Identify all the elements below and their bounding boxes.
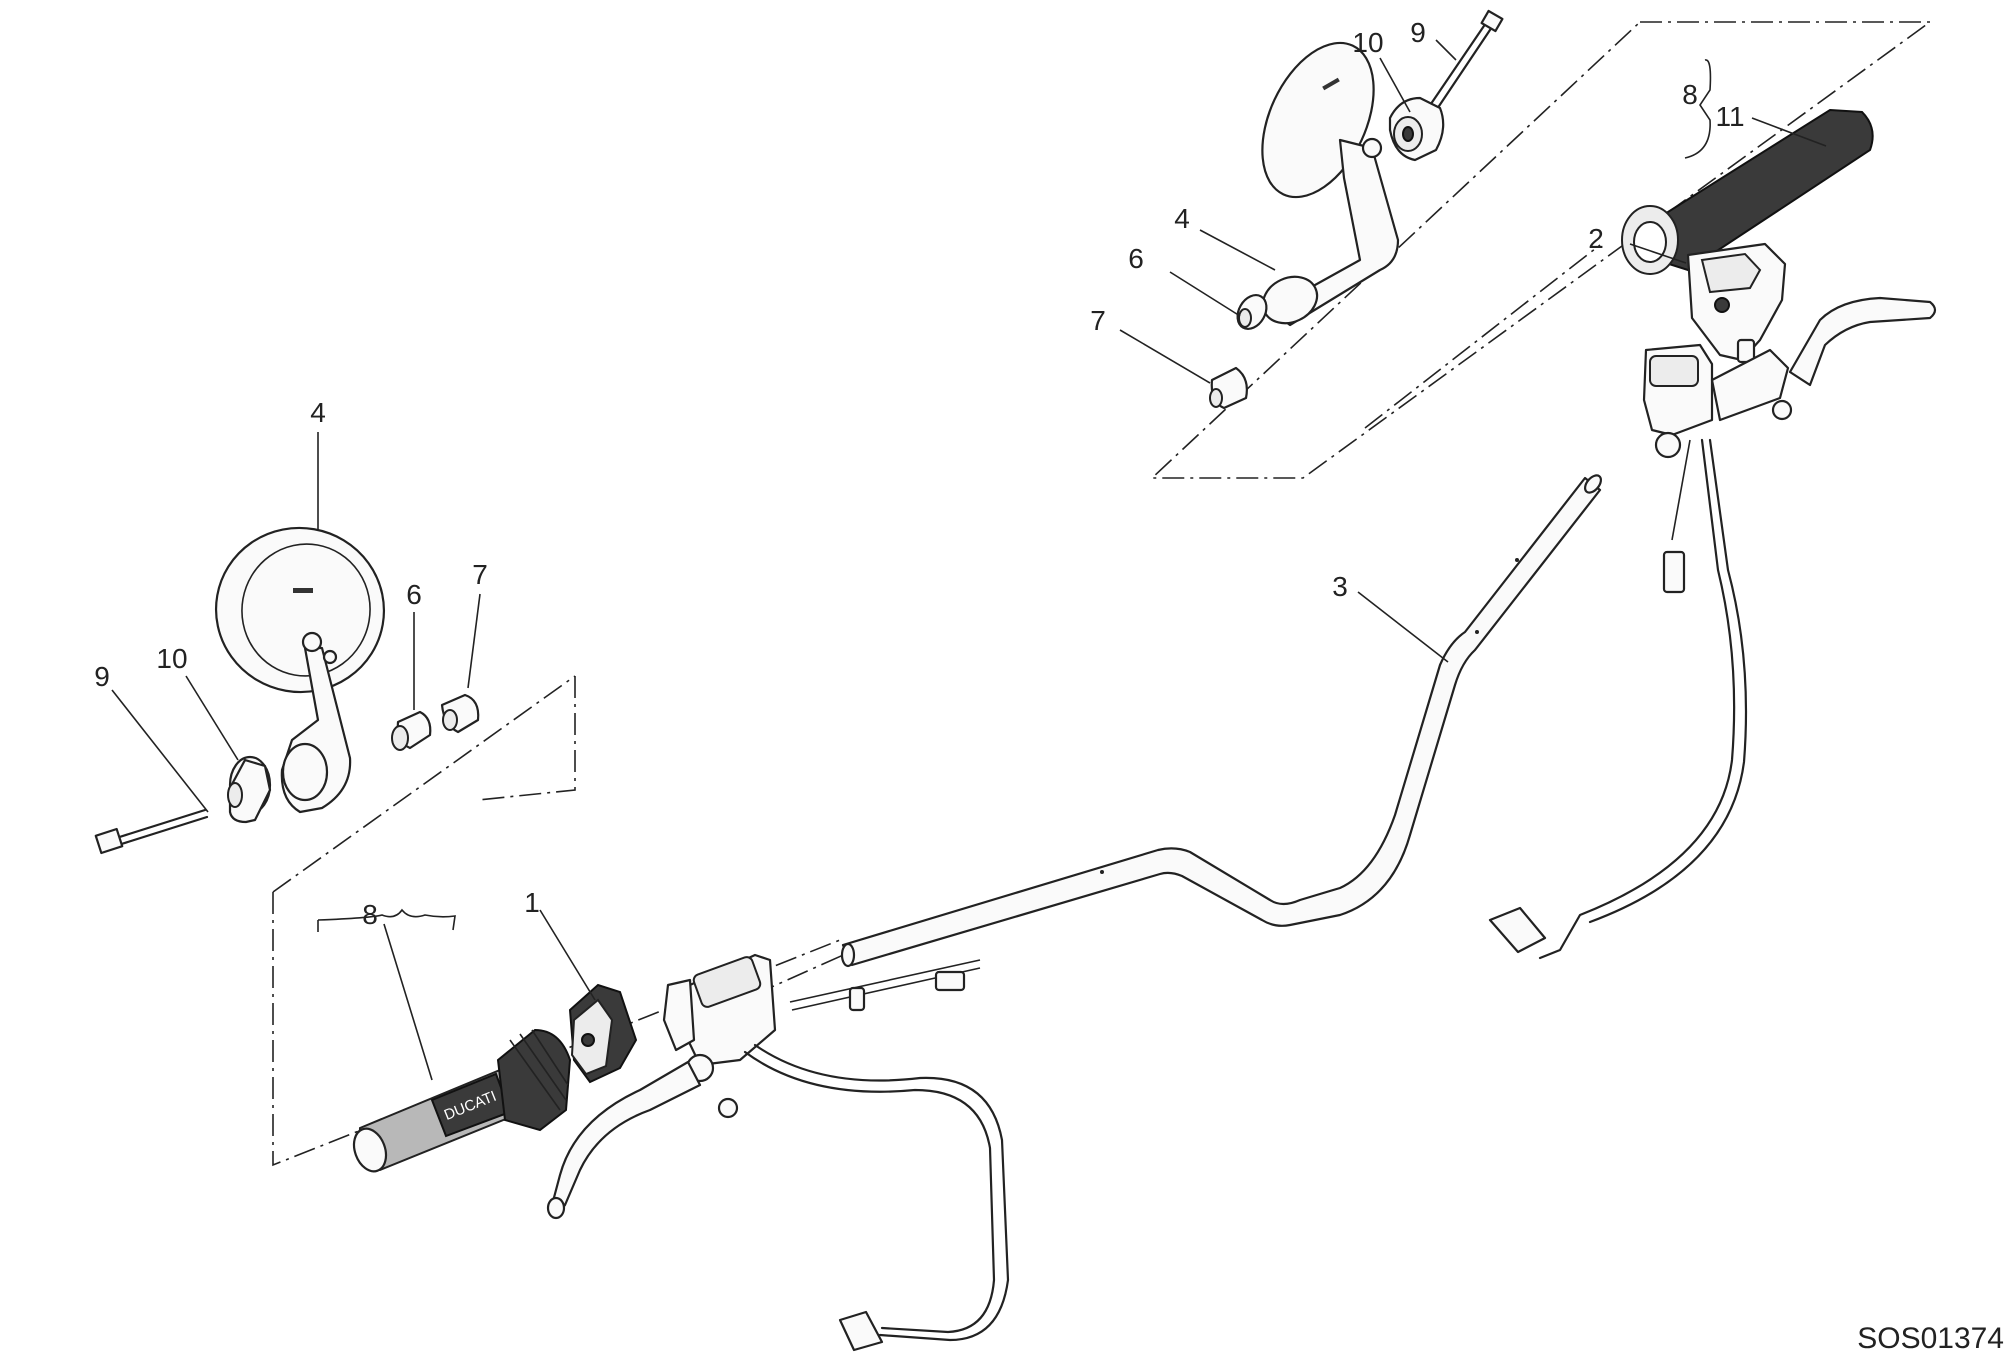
left-mirror-assembly bbox=[94, 526, 480, 855]
right-switch bbox=[1686, 242, 1787, 364]
callout-left-end-cap: 7 bbox=[472, 559, 488, 590]
right-mirror-assembly bbox=[1209, 9, 1504, 410]
left-mirror-clamp bbox=[281, 742, 329, 802]
left-screw bbox=[94, 808, 209, 855]
right-wiring bbox=[1488, 438, 1748, 960]
assembly-boundaries bbox=[272, 21, 1933, 1167]
left-grip-boundary bbox=[272, 892, 841, 1167]
callout-left-spacer: 10 bbox=[156, 643, 187, 674]
left-mirror-boundary bbox=[477, 676, 576, 801]
left-mirror-pivot bbox=[301, 631, 323, 653]
callout-numbers: 4 9 10 6 7 8 1 3 2 8 11 10 9 4 6 7 bbox=[94, 17, 1744, 930]
left-mirror-glass bbox=[214, 526, 386, 694]
left-master-cylinder bbox=[546, 953, 777, 1220]
callout-left-insert: 6 bbox=[406, 579, 422, 610]
callout-left-switch: 1 bbox=[524, 887, 540, 918]
leader-lines bbox=[111, 39, 1827, 1081]
callout-right-mirror: 4 bbox=[1174, 203, 1190, 234]
callout-left-grip-group: 8 bbox=[362, 899, 378, 930]
handlebar bbox=[840, 474, 1603, 968]
handlebar-left-end bbox=[840, 942, 856, 968]
handlebar-mark bbox=[1100, 870, 1104, 874]
throttle-drum bbox=[496, 1028, 572, 1132]
right-mirror-boundary bbox=[1149, 21, 1933, 479]
left-grip: DUCATI bbox=[352, 1028, 572, 1173]
left-insert bbox=[391, 710, 432, 751]
left-grip-boundary-top bbox=[272, 675, 576, 893]
callout-handlebar: 3 bbox=[1332, 571, 1348, 602]
left-end-cap bbox=[440, 693, 480, 734]
right-end-cap bbox=[1209, 366, 1248, 410]
handlebar-right-end bbox=[1583, 474, 1603, 494]
callout-right-insert: 6 bbox=[1128, 243, 1144, 274]
handlebar-axis-right bbox=[1364, 244, 1601, 429]
callout-right-switch: 2 bbox=[1588, 223, 1604, 254]
handlebar-mark bbox=[1475, 630, 1479, 634]
callout-right-grip-group: 8 bbox=[1682, 79, 1698, 110]
left-mirror-marking bbox=[293, 588, 313, 593]
right-master-cylinder bbox=[1642, 296, 1937, 459]
right-brake-lever bbox=[1788, 296, 1937, 387]
handlebar-axis-left bbox=[719, 951, 851, 1011]
left-switch bbox=[568, 983, 638, 1084]
right-insert bbox=[1236, 294, 1268, 330]
callout-left-screw: 9 bbox=[94, 661, 110, 692]
right-mirror-pivot bbox=[1361, 137, 1383, 159]
callout-right-screw: 9 bbox=[1410, 17, 1426, 48]
handlebar-mark bbox=[1515, 558, 1519, 562]
callout-right-grip: 11 bbox=[1715, 101, 1744, 132]
left-clutch-lever bbox=[550, 1060, 702, 1212]
right-spacer bbox=[1388, 96, 1445, 162]
callout-left-mirror: 4 bbox=[310, 397, 326, 428]
right-grip bbox=[1621, 108, 1874, 275]
callout-right-end-cap: 7 bbox=[1090, 305, 1106, 336]
left-spacer bbox=[227, 755, 272, 824]
callout-right-spacer: 10 bbox=[1352, 27, 1383, 58]
drawing-code: SOS01374 bbox=[1857, 1322, 2004, 1355]
left-wiring bbox=[743, 959, 1010, 1352]
